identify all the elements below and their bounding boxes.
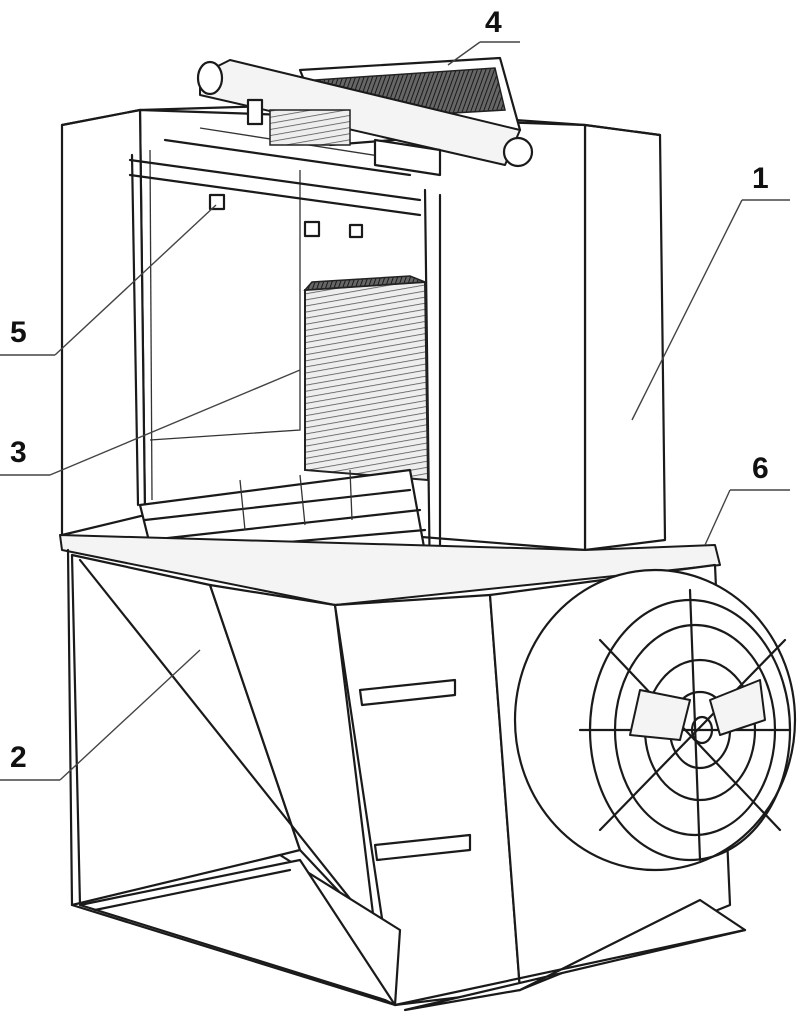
- callout-4: 4: [485, 6, 502, 39]
- leader-lines: [0, 41, 790, 781]
- callout-3: 3: [10, 436, 27, 469]
- callout-6: 6: [752, 452, 769, 485]
- leader-1: [631, 199, 743, 421]
- callout-1: 1: [752, 162, 769, 195]
- leader-2: [59, 649, 201, 781]
- leader-3: [49, 369, 301, 476]
- leader-6: [704, 489, 731, 546]
- upper-housing: [60, 103, 667, 592]
- top-fan-assembly: [196, 56, 534, 177]
- callout-2: 2: [10, 741, 27, 774]
- spray-nozzle: [208, 193, 364, 239]
- leader-5: [54, 204, 217, 356]
- axial-fan: [513, 568, 797, 872]
- fill-media: [303, 275, 430, 482]
- callout-5: 5: [10, 316, 27, 349]
- leader-4: [447, 41, 481, 66]
